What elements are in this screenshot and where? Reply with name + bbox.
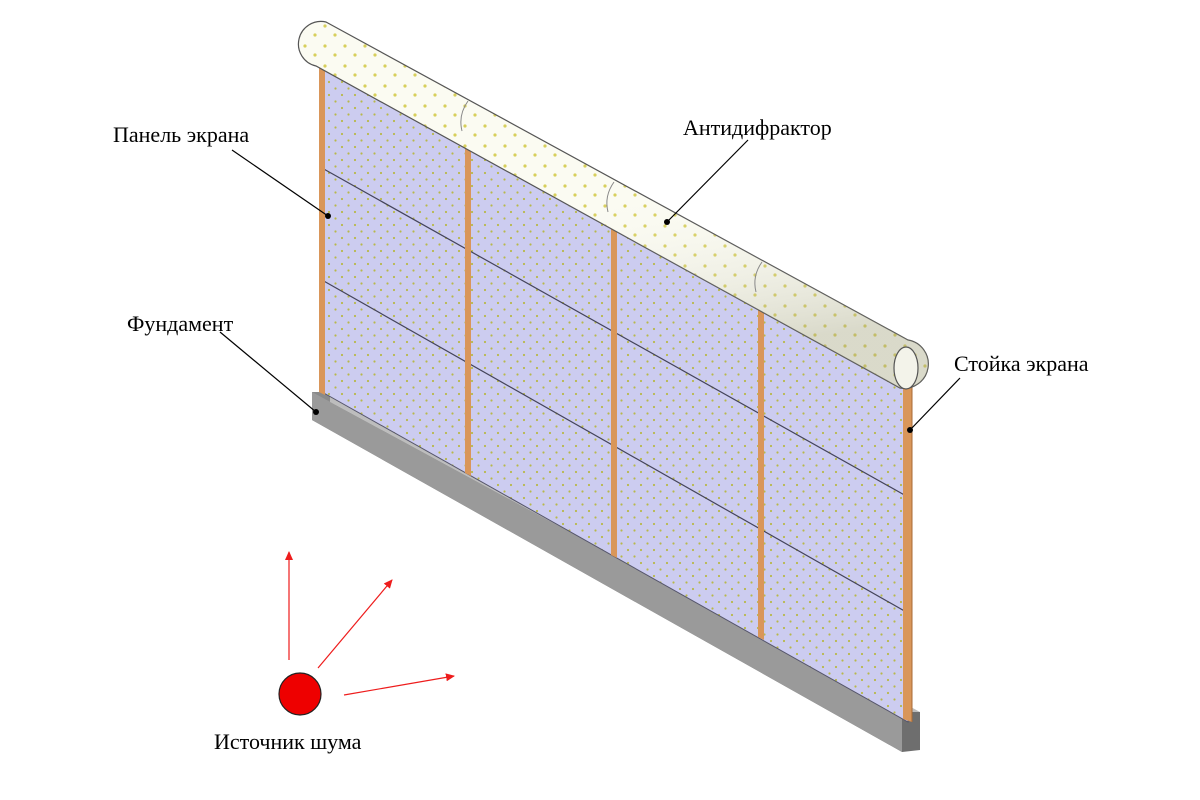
antidiffractor-joint [606,181,615,213]
post-leader [909,377,961,431]
antidiffractor-joint [754,261,763,293]
post-2 [465,130,471,476]
post-leader-dot [907,427,913,433]
noise-source-group [278,551,455,716]
foundation-leader [219,331,317,413]
label-antidiffractor: Антидифрактор [683,115,832,140]
sound-ray-right [343,673,455,696]
foundation-long-face [312,392,902,752]
screen-posts [319,52,913,722]
sound-ray-diagonal [317,579,393,669]
post-5 [903,370,912,722]
antidiffractor-leader [666,139,749,223]
label-panel: Панель экрана [113,122,249,147]
label-foundation: Фундамент [127,311,234,336]
post-3 [611,210,617,558]
antidiffractor-shading [298,21,929,389]
foundation-end-face [902,712,920,752]
antidiffractor-joint [460,100,469,132]
leader-lines [219,139,961,433]
post-4 [758,290,764,640]
antidiffractor-end-cap [893,346,919,390]
labels: Панель экрана Антидифрактор Фундамент Ст… [113,115,1089,754]
label-noise-source: Источник шума [214,729,362,754]
noise-source-icon [278,672,322,716]
post-1 [319,52,325,395]
panel-leader [231,149,329,217]
foundation-leader-dot [313,409,319,415]
label-post: Стойка экрана [954,351,1089,376]
antidiffractor [297,20,929,390]
antidiffractor-leader-dot [664,219,670,225]
panel-leader-dot [325,213,331,219]
